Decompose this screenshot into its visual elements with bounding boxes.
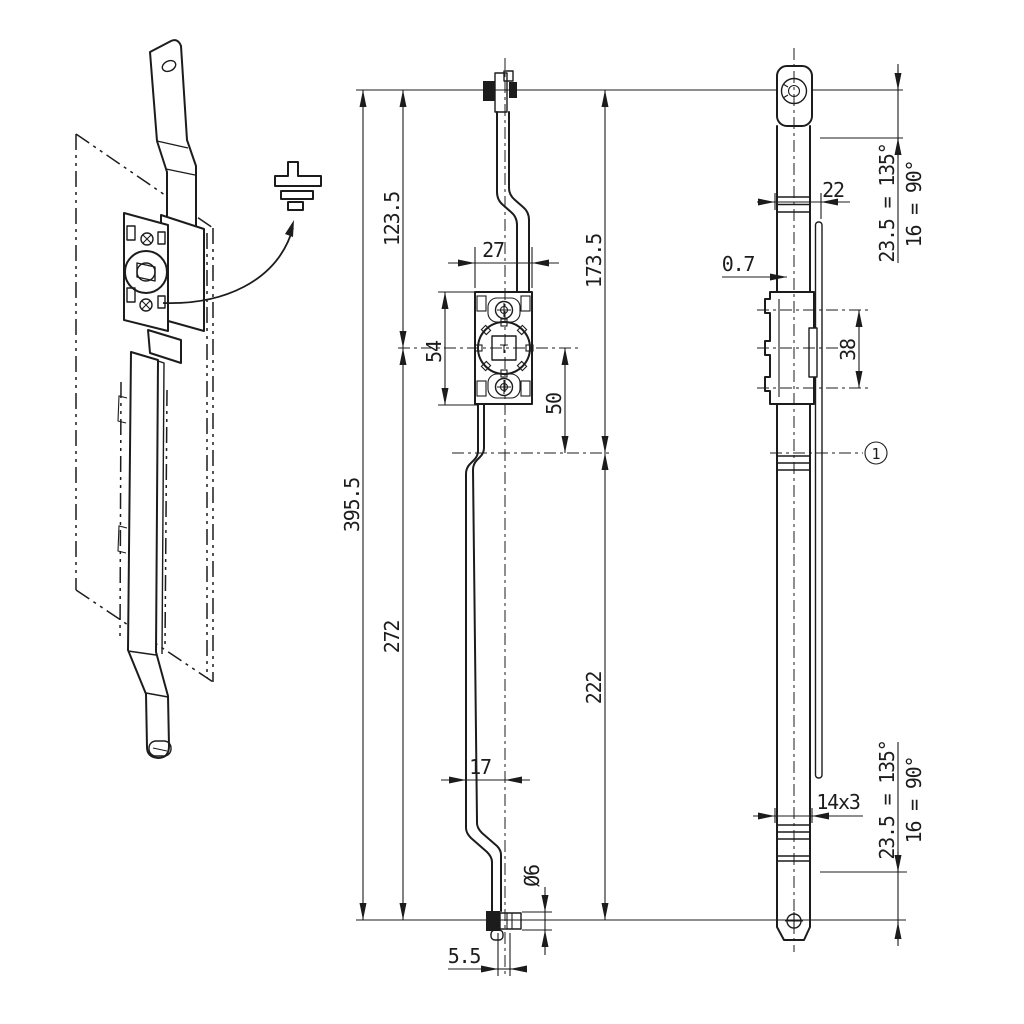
front-rod [465,111,530,941]
iso-bottom-hook [148,740,172,757]
balloon-label: 1 [871,445,880,463]
dim-screw-spacing: 38 [836,339,860,361]
iso-screw-bottom [139,298,153,312]
callout-arrow [162,220,294,304]
dim-right-upper: 173.5 [582,234,606,288]
front-view: 395.5 123.5 272 173.5 222 50 54 27 17 Ø6… [340,58,906,978]
screw-bottom [494,377,514,397]
iso-screw-top [140,232,154,246]
dim-depth: 22 [822,178,844,202]
iso-rosette [124,250,168,294]
iso-lower-bar [117,351,172,759]
dim-travel-bottom-135: 23.5 = 135° [875,740,899,859]
dim-center-offset: 50 [542,393,566,415]
side-dimensions [722,64,907,946]
front-top-pin [483,70,517,113]
dim-travel-top-90: 16 = 90° [902,161,926,248]
arrow-head-icon [285,220,294,237]
side-view: 1 22 0.7 38 14x3 23.5 = 135 [722,48,926,952]
screw-top [494,300,514,320]
dim-body-width: 27 [482,238,504,262]
dim-overall: 395.5 [340,478,364,532]
earth-ground-icon [274,161,322,211]
dim-face-gap: 0.7 [722,252,755,276]
dim-travel-top-135: 23.5 = 135° [875,143,899,262]
side-flat-bar [814,221,823,779]
iso-lock-body [123,212,205,364]
balloon-circle [864,441,888,465]
rosette-teeth [474,318,534,378]
front-bottom-pin [486,911,522,931]
dim-bar-section: 14x3 [816,790,860,814]
dim-foot-offset: 5.5 [448,944,481,968]
dim-right-lower: 222 [582,672,606,705]
tab-hole [161,59,177,73]
front-dimensions [359,90,609,976]
dim-pin-dia: Ø6 [520,865,544,887]
iso-upper-rod [149,39,197,229]
dim-body-height: 54 [422,340,446,363]
dim-travel-bottom-90: 16 = 90° [902,757,926,844]
dim-rod-offset: 17 [469,755,491,779]
dim-lower: 272 [380,621,404,654]
dim-upper: 123.5 [380,192,404,246]
isometric-view [75,39,322,759]
